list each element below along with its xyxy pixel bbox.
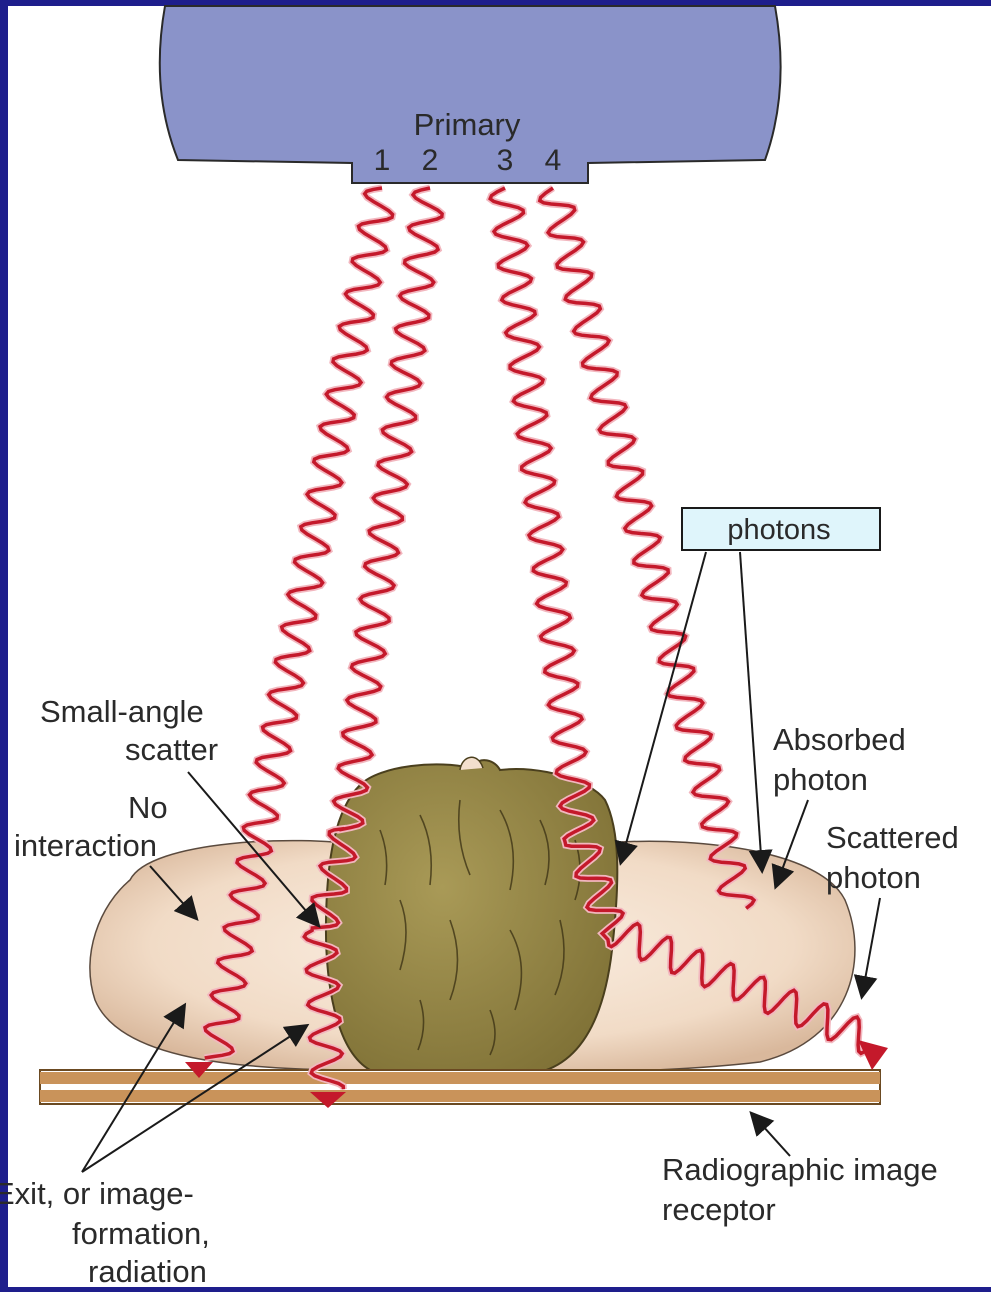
- label-no-interaction-2: interaction: [14, 828, 157, 863]
- label-absorbed-photon-1: Absorbed: [773, 722, 906, 757]
- patient-head: [326, 760, 617, 1078]
- photons-callout-text: photons: [727, 514, 830, 546]
- label-small-angle-scatter-1: Small-angle: [40, 694, 204, 729]
- tube-title: Primary: [414, 107, 521, 142]
- beam-number-4: 4: [545, 144, 562, 177]
- label-no-interaction-1: No: [128, 790, 168, 825]
- label-absorbed-photon-2: photon: [773, 762, 868, 797]
- receptor-stripe-top: [40, 1072, 880, 1084]
- beam-number-2: 2: [422, 144, 439, 177]
- receptor-stripe-bottom: [40, 1090, 880, 1102]
- beam-number-1: 1: [374, 144, 391, 177]
- x-ray-tube: [160, 6, 781, 183]
- label-small-angle-scatter-2: scatter: [125, 732, 218, 767]
- beam-number-3: 3: [497, 144, 514, 177]
- label-receptor-1: Radiographic image: [662, 1152, 938, 1187]
- label-exit-radiation-2: formation,: [72, 1216, 210, 1251]
- label-scattered-photon-2: photon: [826, 860, 921, 895]
- label-exit-radiation-3: radiation: [88, 1254, 207, 1287]
- label-exit-radiation-1: Exit, or image-: [0, 1176, 194, 1211]
- label-scattered-photon-1: Scattered: [826, 820, 959, 855]
- label-receptor-2: receptor: [662, 1192, 776, 1227]
